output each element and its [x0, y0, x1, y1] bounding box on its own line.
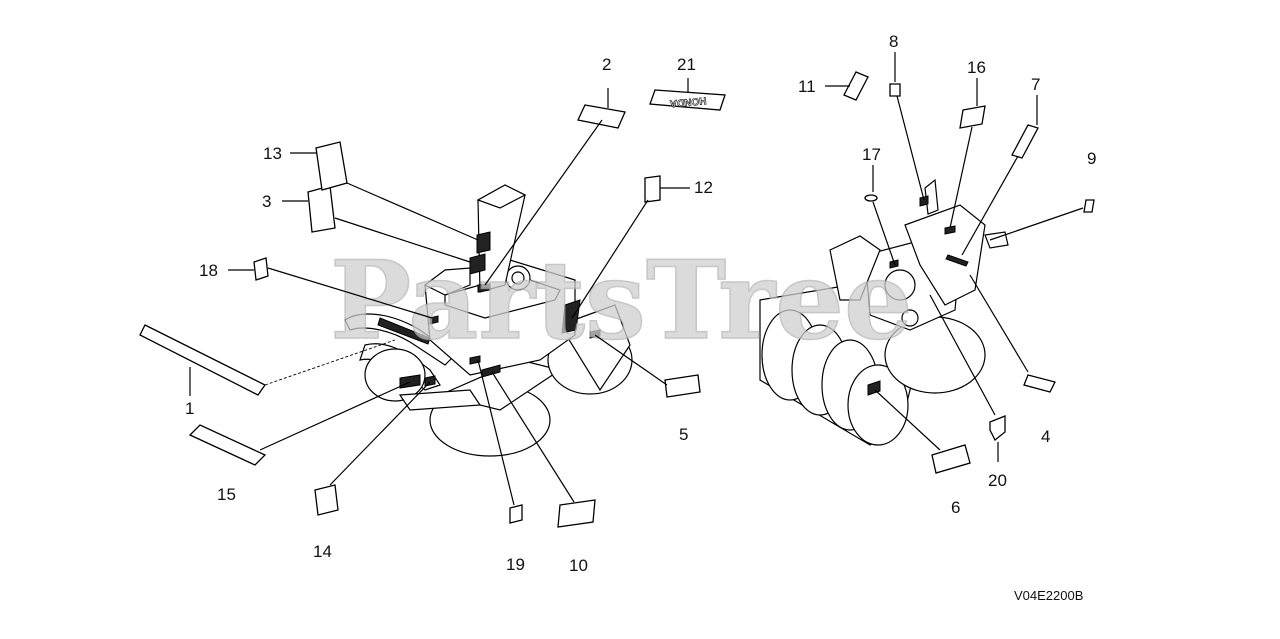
decal-part-14	[314, 484, 339, 516]
decal-part-2	[577, 104, 626, 129]
decal-part-1	[139, 324, 266, 396]
callout-21: 21	[677, 55, 696, 74]
honda-logo-text: HONDA	[669, 94, 706, 108]
decal-part-15	[188, 424, 267, 466]
callout-1: 1	[185, 399, 194, 418]
callout-16: 16	[967, 58, 986, 77]
decal-part-3	[307, 185, 336, 233]
callout-19: 19	[506, 555, 525, 574]
callout-17: 17	[862, 145, 881, 164]
callout-8: 8	[889, 32, 898, 51]
decal-part-11	[843, 71, 869, 101]
callout-3: 3	[262, 192, 271, 211]
decal-part-8	[889, 83, 901, 97]
snowblower-rear-view	[344, 184, 633, 457]
callout-4: 4	[1041, 427, 1050, 446]
leader-lines	[189, 52, 1084, 506]
callout-5: 5	[679, 425, 688, 444]
callout-15: 15	[217, 485, 236, 504]
callout-2: 2	[602, 55, 611, 74]
decal-part-17	[864, 194, 878, 202]
callout-9: 9	[1087, 149, 1096, 168]
callout-labels: 1 2 3 4 5 6 7 8 9 10 11 12 13 14 15 16 1…	[185, 32, 1096, 575]
callout-10: 10	[569, 556, 588, 575]
decal-part-10	[557, 499, 596, 528]
loose-decals: HONDA	[139, 71, 1095, 528]
decal-part-4	[1023, 374, 1056, 393]
decal-part-5	[664, 374, 701, 398]
decal-part-13	[315, 141, 348, 191]
decal-part-16	[959, 105, 986, 129]
decal-part-21-honda-logo	[649, 89, 726, 111]
decal-part-7	[1011, 124, 1039, 159]
callout-14: 14	[313, 542, 332, 561]
callout-7: 7	[1031, 75, 1040, 94]
callout-6: 6	[951, 498, 960, 517]
callout-20: 20	[988, 471, 1007, 490]
decal-part-19	[509, 504, 523, 524]
callout-11: 11	[798, 77, 816, 96]
decal-part-20	[989, 415, 1006, 442]
watermark: PartsTree	[330, 238, 913, 364]
diagram-code: V04E2200B	[1014, 588, 1083, 603]
decal-part-18	[253, 257, 269, 281]
decal-part-6	[931, 444, 971, 474]
callout-12: 12	[694, 178, 713, 197]
decal-part-12	[644, 175, 661, 203]
callout-18: 18	[199, 261, 218, 280]
decal-part-9	[1083, 199, 1095, 213]
callout-13: 13	[263, 144, 282, 163]
